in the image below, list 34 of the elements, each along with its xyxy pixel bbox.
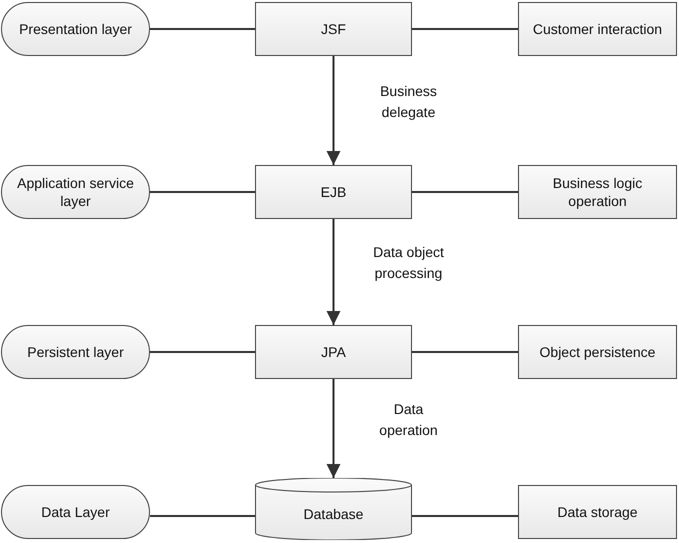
connector-line bbox=[412, 515, 518, 517]
connector-line bbox=[150, 191, 255, 193]
connector-line bbox=[150, 515, 255, 517]
process-box bbox=[255, 325, 412, 379]
process-box bbox=[255, 165, 412, 219]
process-box bbox=[255, 2, 412, 56]
node-label: JPA bbox=[320, 342, 347, 362]
node-label: JSF bbox=[320, 20, 347, 38]
node-label: Data Layer bbox=[40, 502, 111, 522]
node-label: Customer interaction bbox=[532, 20, 664, 38]
connector-line bbox=[412, 351, 518, 353]
connector-line bbox=[412, 191, 518, 193]
node-label: Presentation layer bbox=[18, 20, 133, 38]
node-label: Object persistence bbox=[538, 342, 656, 362]
connector-line bbox=[150, 28, 255, 30]
node-label: Application service layer bbox=[16, 174, 135, 210]
connector-line bbox=[412, 28, 518, 30]
layer-box bbox=[1, 485, 150, 539]
node-label: Business logic operation bbox=[552, 174, 644, 210]
node-label: Database bbox=[302, 504, 364, 524]
process-box bbox=[518, 2, 677, 56]
layer-box bbox=[1, 165, 150, 219]
node-label: Persistent layer bbox=[26, 342, 125, 362]
process-box bbox=[518, 325, 677, 379]
arrow bbox=[326, 219, 340, 325]
arrow bbox=[326, 379, 340, 478]
node-label: Data storage bbox=[556, 502, 639, 522]
connector-line bbox=[150, 351, 255, 353]
layer-box bbox=[1, 325, 150, 379]
process-box bbox=[518, 485, 677, 539]
arrow bbox=[326, 56, 340, 165]
process-box bbox=[518, 165, 677, 219]
layer-box bbox=[1, 2, 150, 56]
node-label: EJB bbox=[320, 182, 348, 202]
